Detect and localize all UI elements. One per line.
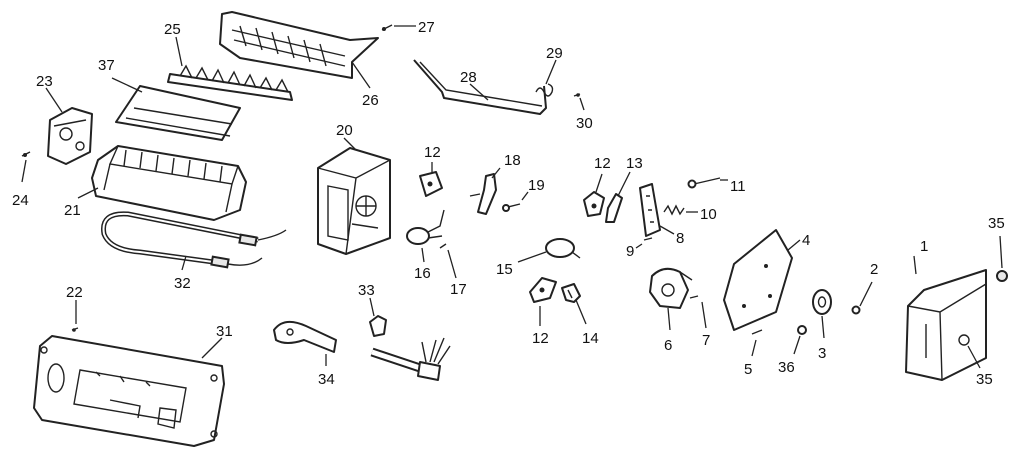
part-10-spring: [663, 204, 698, 216]
callout-23: 23: [36, 73, 53, 90]
part-25-stripper: [167, 36, 293, 101]
callout-33: 33: [358, 282, 375, 299]
part-15-cam: [517, 238, 581, 263]
callout-31: 31: [216, 323, 233, 340]
callout-35-lower: 35: [976, 371, 993, 388]
callout-14: 14: [582, 330, 599, 347]
callout-21: 21: [64, 202, 81, 219]
part-16-thermostat: [406, 209, 445, 263]
part-12-switch-middle: [583, 173, 605, 217]
callout-26: 26: [362, 92, 379, 109]
part-35-nut-upper: [996, 235, 1008, 282]
callout-12-lower: 12: [532, 330, 549, 347]
part-36-nut: [793, 325, 807, 355]
part-24-screw: [21, 151, 31, 183]
part-23-mount-plate: [45, 87, 93, 165]
callout-32: 32: [174, 275, 191, 292]
callout-29: 29: [546, 45, 563, 62]
callout-37: 37: [98, 57, 115, 74]
part-37-cover: [111, 77, 241, 141]
callout-24: 24: [12, 192, 29, 209]
callout-16: 16: [414, 265, 431, 282]
callout-5: 5: [744, 361, 752, 378]
part-17-pin: [439, 243, 457, 279]
part-31-bracket: [33, 335, 225, 447]
callout-19: 19: [528, 177, 545, 194]
callout-12-middle: 12: [594, 155, 611, 172]
callout-28: 28: [460, 69, 477, 86]
callout-20: 20: [336, 122, 353, 139]
callout-4: 4: [802, 232, 810, 249]
callout-2: 2: [870, 261, 878, 278]
part-5-pin: [751, 329, 763, 357]
part-27-screw: [381, 24, 416, 31]
callout-7: 7: [702, 332, 710, 349]
callout-13: 13: [626, 155, 643, 172]
callout-36: 36: [778, 359, 795, 376]
part-9-pin: [635, 237, 653, 249]
part-2-screw: [851, 281, 873, 315]
part-7-screw: [689, 295, 707, 329]
part-35-leader-lower: [967, 345, 981, 369]
part-26-frame: [219, 11, 379, 89]
callout-27: 27: [418, 19, 435, 36]
part-13-link: [605, 171, 631, 223]
part-28-feeler-arm: [413, 59, 547, 115]
part-20-housing: [317, 137, 391, 255]
callout-18: 18: [504, 152, 521, 169]
part-34-harness: [273, 320, 451, 381]
callout-17: 17: [450, 281, 467, 298]
part-22-screw: [71, 300, 79, 332]
part-1-cover: [905, 255, 987, 381]
part-6-motor: [649, 267, 693, 331]
part-33-connector: [369, 297, 387, 337]
callout-3: 3: [818, 345, 826, 362]
callout-9: 9: [626, 243, 634, 260]
callout-22: 22: [66, 284, 83, 301]
part-30-clip: [573, 93, 585, 111]
callout-15: 15: [496, 261, 513, 278]
part-11-screw: [687, 177, 728, 189]
callout-25: 25: [164, 21, 181, 38]
callout-12-upper: 12: [424, 144, 441, 161]
callout-10: 10: [700, 206, 717, 223]
part-18-lever: [469, 167, 501, 215]
part-32-heater: [101, 211, 287, 271]
callout-35-upper: 35: [988, 215, 1005, 232]
callout-1: 1: [920, 238, 928, 255]
part-29-spring: [535, 59, 557, 97]
callout-8: 8: [676, 230, 684, 247]
part-4-plate: [723, 229, 801, 331]
part-14-bracket: [561, 283, 587, 325]
callout-34: 34: [318, 371, 335, 388]
part-12-switch-upper: [419, 162, 443, 197]
part-12-switch-lower: [529, 277, 557, 326]
part-21-ice-mold: [77, 145, 247, 221]
part-3-knob: [812, 289, 832, 339]
callout-11: 11: [730, 178, 746, 195]
part-8-switch-mount: [639, 183, 675, 237]
callout-labels: 1 2 3 4 5 6 7 8 9 10 11 12 12 12 13 14 1…: [12, 19, 1005, 388]
part-19-screw: [502, 191, 529, 212]
callout-6: 6: [664, 337, 672, 354]
callout-30: 30: [576, 115, 593, 132]
